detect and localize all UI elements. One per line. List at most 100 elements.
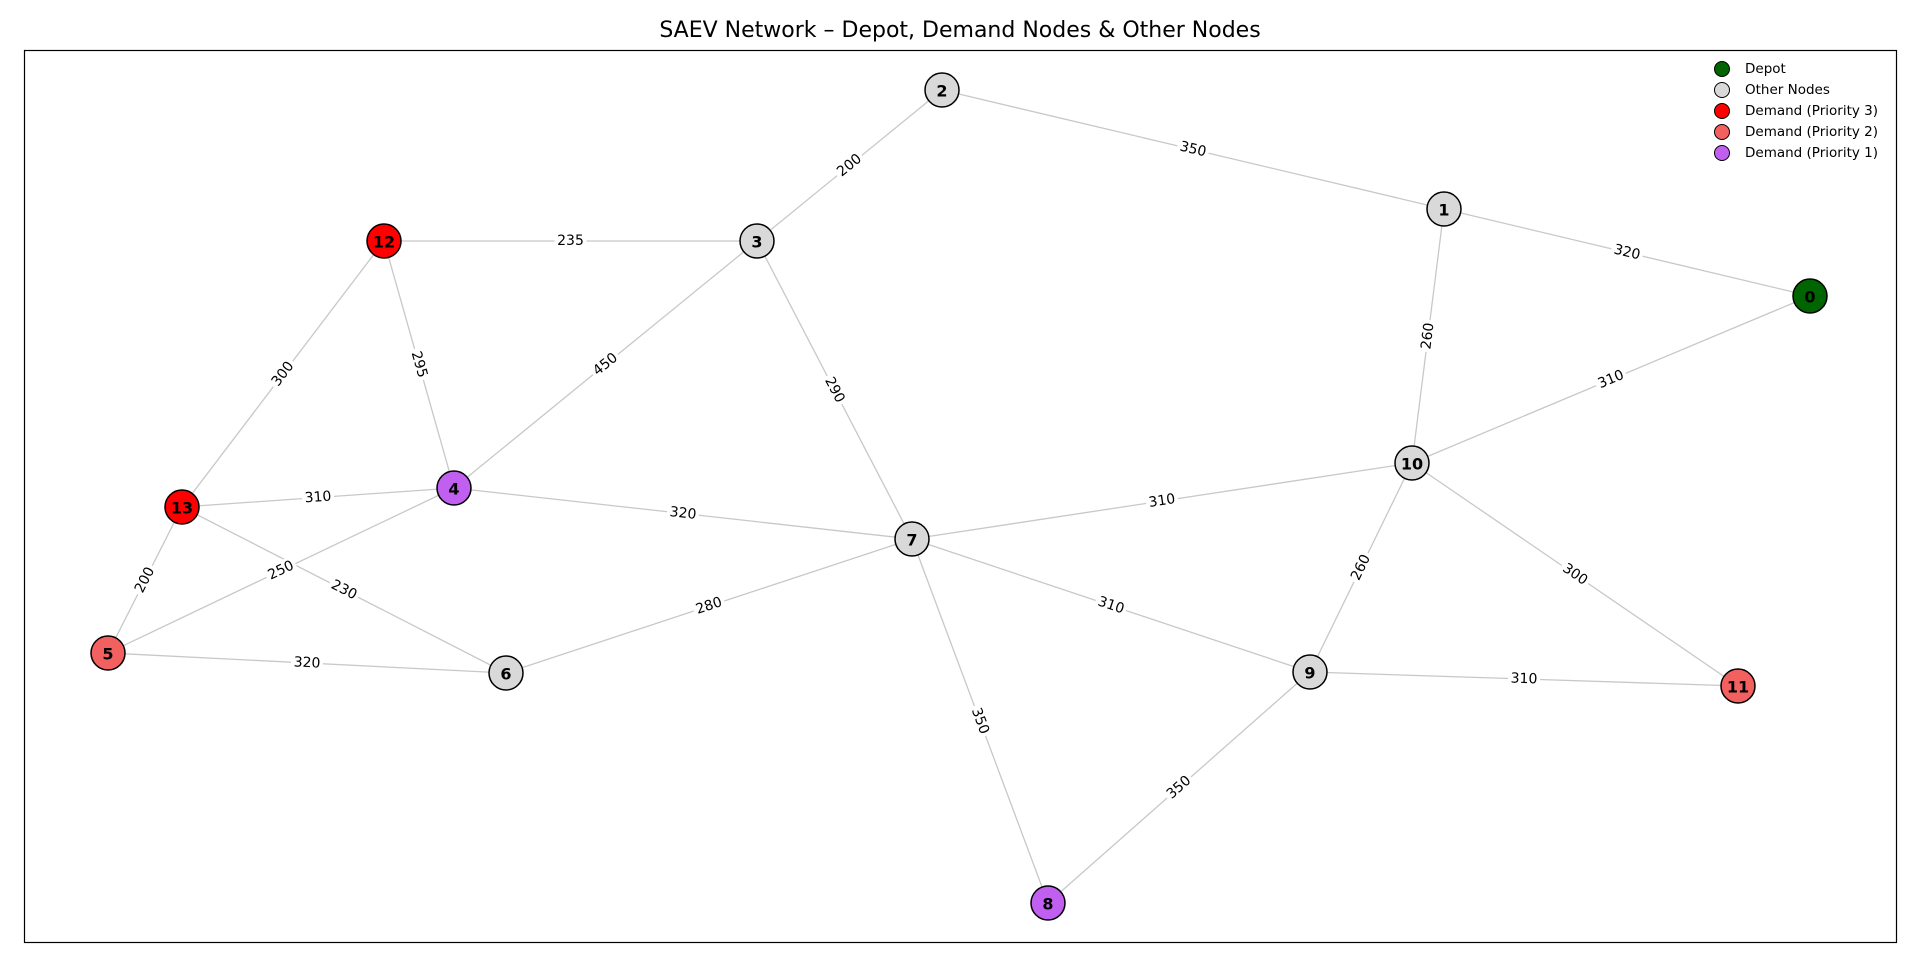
edge-label-bg — [965, 702, 995, 740]
node-label-8: 8 — [1042, 895, 1053, 914]
node-0: 0 — [1792, 278, 1828, 314]
edge-label-group-13-5: 200 — [129, 561, 161, 599]
node-circle-6 — [488, 655, 524, 691]
legend-marker-depot — [1714, 60, 1730, 77]
edge-weight-label: 350 — [968, 706, 992, 737]
node-7: 7 — [894, 521, 930, 557]
edge-label-bg — [1609, 240, 1645, 265]
edge-label-group-4-7: 320 — [666, 502, 700, 525]
edges-layer — [107, 89, 1811, 904]
edge-label-bg — [1345, 549, 1377, 586]
edge-weight-label: 260 — [1418, 322, 1437, 351]
edge-label-bg — [301, 487, 335, 508]
edge-label-group-3-7: 290 — [819, 371, 850, 409]
edge-label-group-2-1: 350 — [1175, 137, 1211, 162]
edge-label-bg — [290, 653, 324, 673]
legend-item-depot: Depot — [1710, 58, 1878, 79]
edge-label-bg — [690, 592, 728, 620]
edge-label-bg — [405, 346, 433, 383]
node-label-13: 13 — [171, 499, 193, 518]
edge-label-bg — [819, 371, 850, 409]
node-circle-13 — [164, 489, 200, 525]
edge-weight-label: 235 — [557, 233, 584, 249]
node-circle-12 — [366, 223, 402, 259]
edge-label-bg — [1092, 591, 1130, 620]
legend-label: Demand (Priority 3) — [1745, 102, 1879, 119]
edge-label-group-12-4: 295 — [405, 346, 433, 383]
edge-label-bg — [1161, 770, 1197, 805]
node-10: 10 — [1394, 445, 1430, 481]
node-circle-5 — [90, 635, 126, 671]
legend-label: Demand (Priority 1) — [1745, 144, 1879, 161]
node-2: 2 — [924, 72, 960, 108]
chart-title: SAEV Network – Depot, Demand Nodes & Oth… — [659, 18, 1261, 43]
legend-label: Other Nodes — [1745, 81, 1830, 98]
edge-weight-label: 280 — [694, 594, 724, 618]
node-label-3: 3 — [751, 233, 762, 252]
node-label-6: 6 — [500, 665, 511, 684]
node-circle-9 — [1292, 654, 1328, 690]
edge-weight-label: 295 — [408, 349, 431, 379]
node-circle-0 — [1792, 278, 1828, 314]
edge-weight-label: 320 — [1612, 242, 1642, 264]
edge-label-group-13-6: 230 — [325, 574, 363, 606]
node-label-11: 11 — [1727, 678, 1749, 697]
edge-label-group-2-3: 200 — [831, 148, 868, 183]
edge-label-group-5-6: 320 — [290, 653, 324, 673]
node-12: 12 — [366, 223, 402, 259]
edge-label-bg — [1556, 558, 1594, 591]
edge-label-group-9-11: 310 — [1507, 669, 1541, 689]
node-13: 13 — [164, 489, 200, 525]
edge-label-bg — [1144, 489, 1180, 513]
node-circle-3 — [739, 223, 775, 259]
edge-label-bg — [1417, 319, 1439, 353]
node-label-12: 12 — [373, 233, 395, 252]
edge-label-group-1-10: 260 — [1417, 319, 1439, 353]
edge-label-group-13-4: 310 — [301, 487, 335, 508]
node-label-0: 0 — [1804, 288, 1815, 307]
legend-marker-priority2 — [1714, 123, 1730, 140]
legend-item-priority1: Demand (Priority 1) — [1710, 142, 1878, 163]
node-11: 11 — [1720, 668, 1756, 704]
edge-label-group-12-13: 300 — [266, 355, 300, 393]
edge-label-group-1-0: 320 — [1609, 240, 1645, 265]
node-label-1: 1 — [1438, 201, 1449, 220]
edge-weight-label: 310 — [1148, 491, 1177, 511]
node-circle-2 — [924, 72, 960, 108]
legend-label: Depot — [1745, 60, 1786, 77]
edge-weight-label: 310 — [304, 489, 332, 507]
node-label-9: 9 — [1304, 664, 1315, 683]
edge-label-bg — [129, 561, 161, 599]
node-6: 6 — [488, 655, 524, 691]
legend-label: Demand (Priority 2) — [1745, 123, 1879, 140]
edge-label-group-7-8: 350 — [965, 702, 995, 740]
node-label-5: 5 — [102, 645, 113, 664]
edge-label-bg — [325, 574, 363, 606]
edge-label-group-3-4: 450 — [587, 347, 624, 382]
node-circle-10 — [1394, 445, 1430, 481]
edge-weight-label: 320 — [669, 504, 697, 523]
node-5: 5 — [90, 635, 126, 671]
edge-label-bg — [1175, 137, 1211, 162]
legend-marker-priority1 — [1714, 144, 1730, 161]
edge-label-group-7-9: 310 — [1092, 591, 1130, 620]
edge-weight-label: 310 — [1510, 671, 1537, 688]
legend-item-priority3: Demand (Priority 3) — [1710, 100, 1878, 121]
edge-label-bg — [666, 502, 700, 525]
node-circle-11 — [1720, 668, 1756, 704]
node-label-7: 7 — [906, 531, 917, 550]
legend-item-other: Other Nodes — [1710, 79, 1878, 100]
legend-marker-priority3 — [1714, 102, 1730, 119]
edge-label-bg — [1592, 365, 1630, 394]
edge-label-group-7-10: 310 — [1144, 489, 1180, 513]
node-label-10: 10 — [1401, 455, 1423, 474]
node-3: 3 — [739, 223, 775, 259]
edge-weight-label: 320 — [293, 654, 321, 671]
edge-label-group-12-3: 235 — [554, 232, 587, 250]
edge-label-bg — [262, 555, 300, 586]
node-9: 9 — [1292, 654, 1328, 690]
legend-item-priority2: Demand (Priority 2) — [1710, 121, 1878, 142]
